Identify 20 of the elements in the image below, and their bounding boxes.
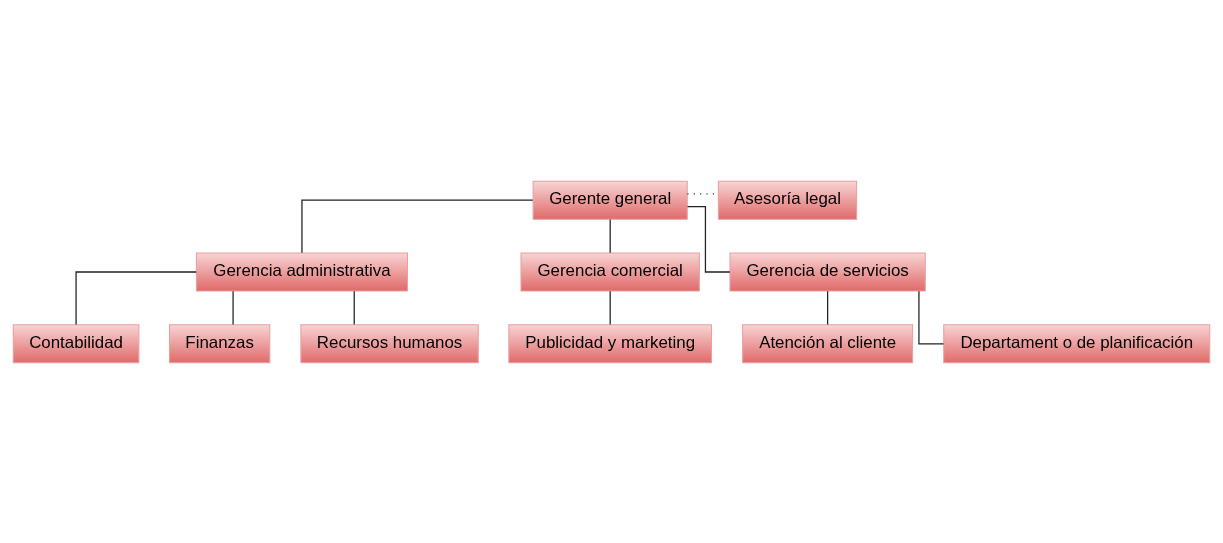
node-box: Asesoría legal	[717, 180, 858, 220]
connector	[609, 218, 611, 253]
connector	[827, 290, 829, 325]
connector	[232, 290, 234, 325]
node-box: Gerencia administrativa	[195, 251, 409, 292]
node-box: Departament o de planificación	[943, 323, 1211, 363]
connector	[609, 290, 611, 325]
node-box: Publicidad y marketing	[508, 323, 713, 363]
node-box: Gerencia de servicios	[729, 251, 926, 292]
connector	[75, 270, 197, 325]
node-box: Recursos humanos	[300, 323, 479, 363]
connector	[353, 290, 355, 325]
connector	[301, 199, 534, 253]
connector	[918, 290, 945, 344]
node-box: Gerente general	[532, 180, 688, 220]
node-box: Finanzas	[168, 323, 271, 363]
node-box: Contabilidad	[12, 323, 140, 363]
connector	[686, 205, 731, 273]
node-box: Gerencia comercial	[520, 251, 700, 292]
node-box: Atención al cliente	[742, 323, 914, 363]
